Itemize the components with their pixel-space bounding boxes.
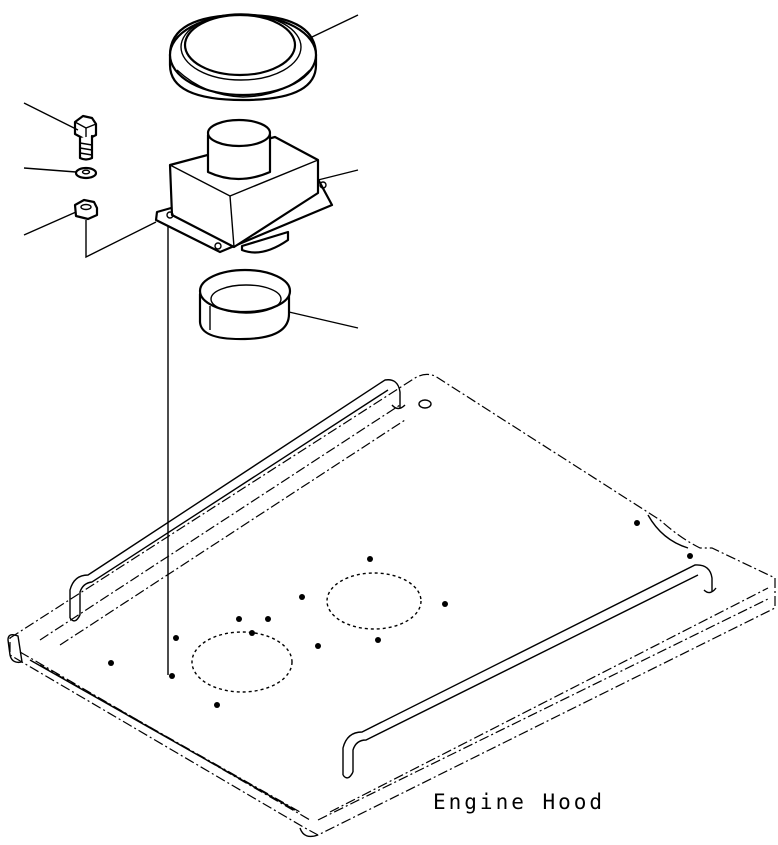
hood-handle-rear: [69, 379, 406, 622]
box-leader: [317, 169, 359, 181]
hood-handle-front: [342, 564, 717, 779]
washer: [74, 166, 98, 180]
washer-leader: [23, 167, 77, 173]
bolt-leader: [23, 102, 79, 131]
engine-hood-label: Engine Hood: [433, 790, 606, 814]
engine-hood-panel: [7, 373, 776, 838]
nut: [73, 198, 99, 221]
precleaner-box: [154, 118, 334, 254]
fastener-bracket: [85, 220, 157, 259]
bolt: [73, 114, 98, 161]
cap: [168, 13, 318, 102]
adapter-ring: [198, 268, 292, 341]
hood-opening-left: [191, 631, 293, 693]
hood-mounting-holes: [108, 520, 693, 708]
ring-leader: [288, 311, 359, 329]
cap-leader: [311, 14, 359, 38]
nut-leader: [23, 211, 77, 236]
hood-opening-right: [326, 572, 422, 630]
